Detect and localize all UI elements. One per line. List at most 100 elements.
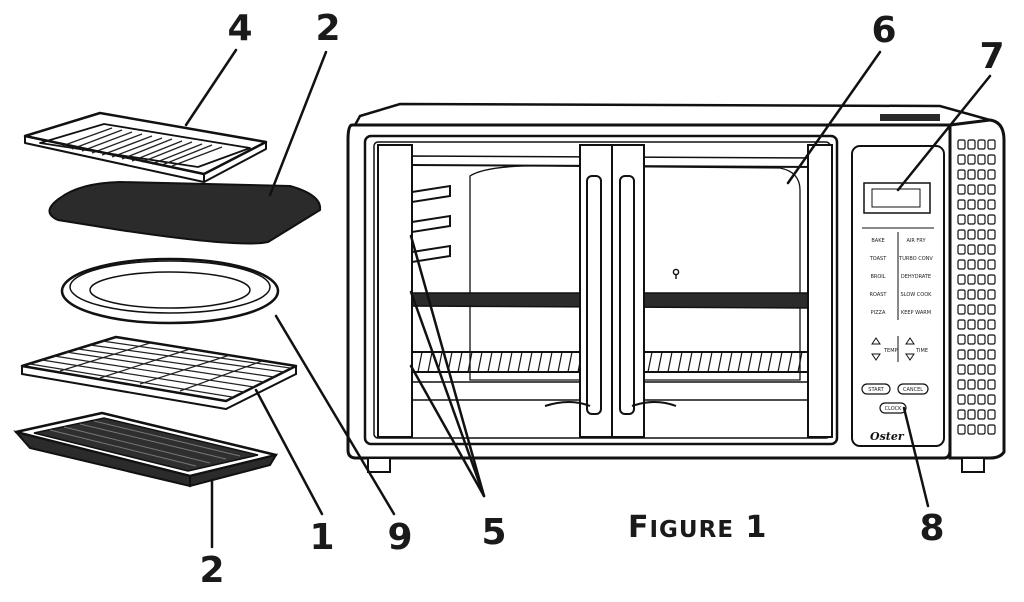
- callout-8: 8: [919, 508, 944, 549]
- leader-5a: [409, 234, 486, 498]
- vent-hole: [967, 184, 976, 195]
- clock-button[interactable]: CLOCK: [879, 402, 907, 414]
- vent-hole: [987, 289, 996, 300]
- rack-bar: [497, 351, 503, 373]
- vent-hole: [977, 394, 986, 405]
- vent-hole: [977, 364, 986, 375]
- vent-hole: [977, 289, 986, 300]
- function-button-broil[interactable]: BROIL: [870, 274, 885, 280]
- callout-6: 6: [871, 10, 896, 51]
- rack-bar: [677, 351, 683, 373]
- rack-bar: [797, 351, 803, 373]
- vent-hole: [987, 349, 996, 360]
- rack-bar: [467, 351, 473, 373]
- rack-bar: [667, 351, 673, 373]
- function-button-pizza[interactable]: PIZZA: [871, 310, 886, 316]
- vent-hole: [957, 139, 966, 150]
- rack-bar: [727, 351, 733, 373]
- rack-bar: [537, 351, 543, 373]
- leader-2-top: [268, 50, 328, 197]
- vent-hole: [967, 349, 976, 360]
- function-button-keep-warm[interactable]: KEEP WARM: [901, 310, 931, 316]
- vent-hole: [957, 349, 966, 360]
- cancel-label: CANCEL: [903, 387, 923, 393]
- brand-logo: Oster: [870, 430, 905, 443]
- function-button-dehydrate[interactable]: DEHYDRATE: [901, 274, 931, 280]
- rack-bar: [487, 351, 493, 373]
- callout-numbers: 4 2 6 7 1 9 5 8 2: [199, 8, 1004, 591]
- rack-bar: [657, 351, 663, 373]
- digital-display: [863, 182, 931, 214]
- vent-hole: [987, 274, 996, 285]
- left-door-handle[interactable]: [586, 175, 602, 415]
- clock-label: CLOCK: [885, 406, 903, 412]
- vent-hole: [967, 229, 976, 240]
- vent-hole: [967, 244, 976, 255]
- vent-hole: [967, 259, 976, 270]
- function-button-toast[interactable]: TOAST: [869, 256, 887, 262]
- rack-bar: [457, 351, 463, 373]
- rack-bar: [417, 351, 423, 373]
- right-door-handle[interactable]: [619, 175, 635, 415]
- vent-hole: [957, 184, 966, 195]
- vent-hole: [967, 334, 976, 345]
- temp-label: TEMP: [883, 348, 898, 354]
- function-button-slow-cook[interactable]: SLOW COOK: [901, 292, 933, 298]
- vent-hole: [977, 229, 986, 240]
- vent-hole: [957, 379, 966, 390]
- vent-hole: [957, 259, 966, 270]
- leader-6: [786, 50, 882, 185]
- vent-hole: [967, 364, 976, 375]
- vent-hole: [977, 139, 986, 150]
- vent-hole: [987, 379, 996, 390]
- vent-hole: [987, 229, 996, 240]
- air-fry-basket: [13, 411, 279, 488]
- rack-bar: [747, 351, 753, 373]
- vent-hole: [967, 214, 976, 225]
- vent-hole: [957, 169, 966, 180]
- start-button[interactable]: START: [861, 383, 891, 395]
- vent-hole: [987, 409, 996, 420]
- callout-1: 1: [309, 517, 334, 558]
- function-button-roast[interactable]: ROAST: [870, 292, 888, 298]
- leader-lines: [184, 48, 992, 549]
- vent-hole: [987, 304, 996, 315]
- vent-hole: [987, 334, 996, 345]
- vent-hole: [957, 319, 966, 330]
- vent-hole: [987, 139, 996, 150]
- callout-9: 9: [387, 517, 412, 558]
- leader-7: [896, 74, 992, 192]
- vent-hole: [987, 394, 996, 405]
- function-button-bake[interactable]: BAKE: [871, 238, 884, 244]
- vent-hole: [957, 214, 966, 225]
- vent-hole: [967, 304, 976, 315]
- rack-bar: [647, 351, 653, 373]
- time-control[interactable]: TIME: [905, 337, 928, 361]
- vent-hole: [977, 199, 986, 210]
- pizza-pan: [60, 257, 280, 325]
- vent-hole: [977, 379, 986, 390]
- control-panel: BAKE AIR FRY TOAST TURBO CONV BROIL DEHYDRATE…: [851, 145, 945, 447]
- vent-hole: [967, 379, 976, 390]
- vent-hole: [957, 304, 966, 315]
- function-button-air-fry[interactable]: AIR FRY: [906, 238, 926, 244]
- leader-9: [274, 314, 396, 516]
- cancel-button[interactable]: CANCEL: [897, 383, 929, 395]
- vent-hole: [977, 274, 986, 285]
- leader-5c: [409, 364, 486, 498]
- rack-bar: [697, 351, 703, 373]
- vent-holes: [957, 139, 996, 435]
- rack-bar: [707, 351, 713, 373]
- figure-caption: FIGURE 1: [628, 510, 767, 545]
- rack-bar: [737, 351, 743, 373]
- vent-hole: [957, 394, 966, 405]
- temp-control[interactable]: TEMP: [871, 337, 898, 361]
- vent-hole: [977, 424, 986, 435]
- function-button-turbo-conv[interactable]: TURBO CONV: [898, 256, 933, 262]
- oven-light: [672, 268, 680, 276]
- vent-hole: [977, 349, 986, 360]
- vent-hole: [967, 289, 976, 300]
- callout-2-bottom: 2: [199, 550, 224, 591]
- rack-bar: [527, 351, 533, 373]
